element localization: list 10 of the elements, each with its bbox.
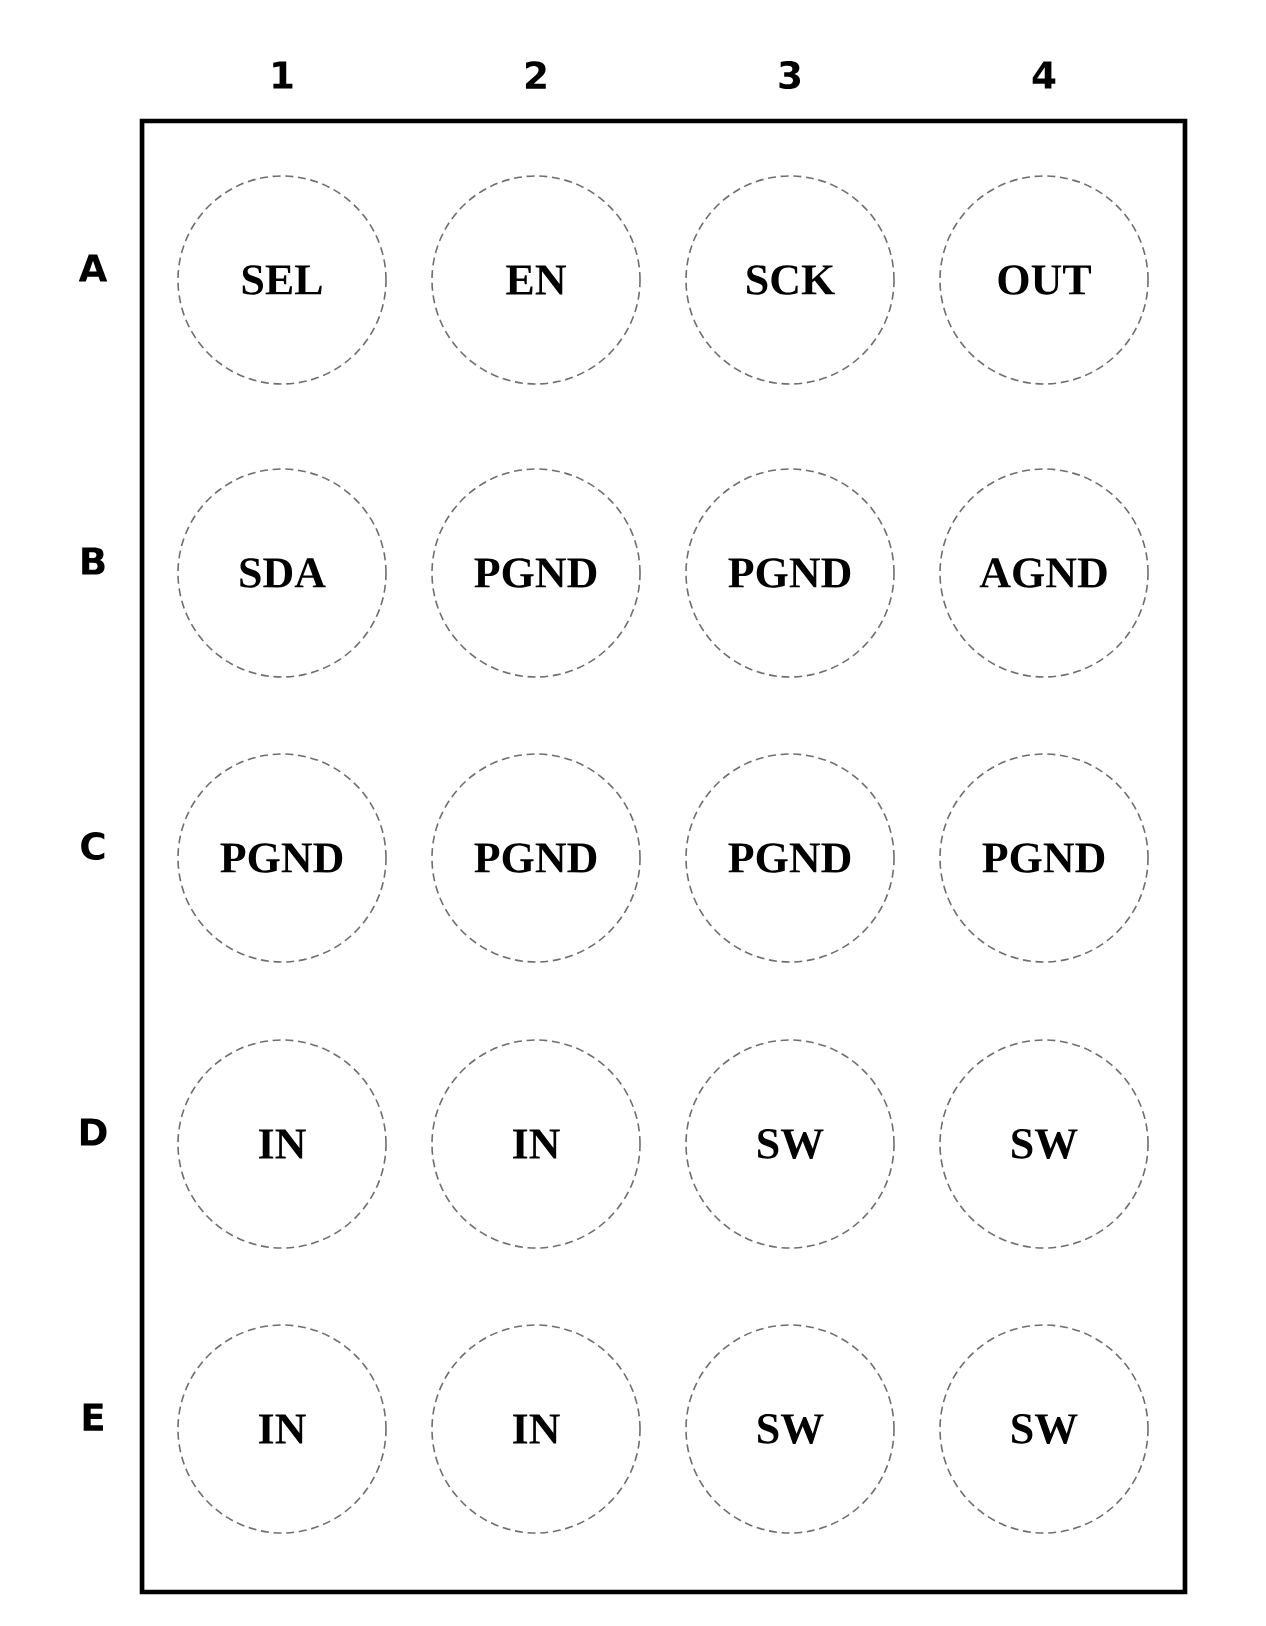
package-outline: [139, 118, 1188, 1595]
row-label: D: [80, 1118, 107, 1146]
row-label: C: [81, 831, 105, 861]
row-label: A: [78, 254, 108, 282]
row-label: B: [82, 547, 105, 575]
column-label: 3: [779, 60, 801, 90]
row-label: E: [83, 1403, 103, 1431]
column-label: 4: [1032, 61, 1056, 89]
column-label: 1: [273, 61, 293, 89]
column-label: 2: [525, 61, 546, 89]
